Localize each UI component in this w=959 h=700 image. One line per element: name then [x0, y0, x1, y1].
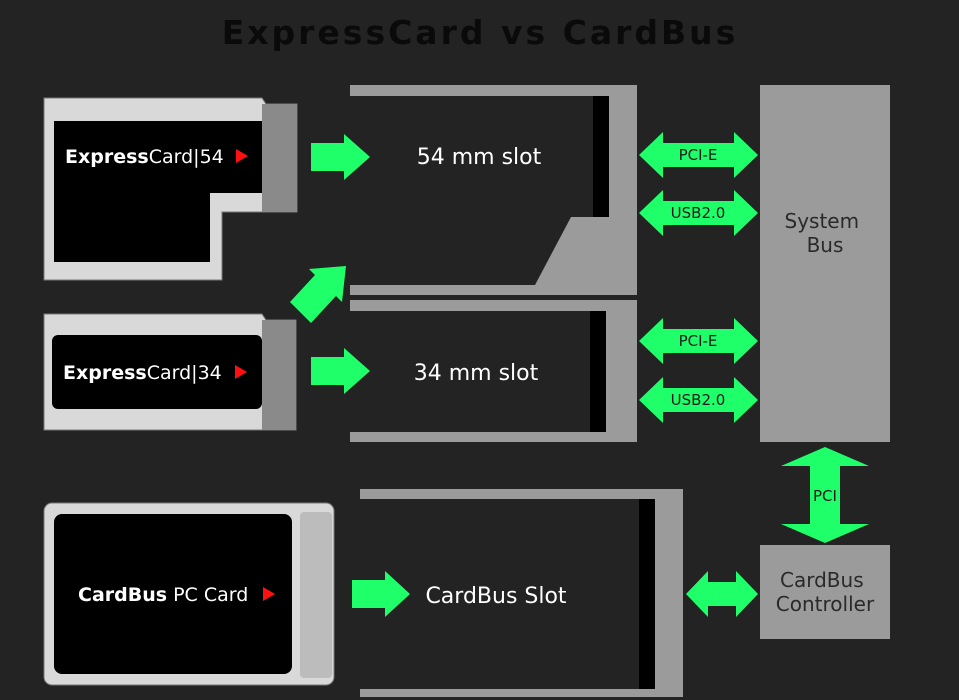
insert-direction-icon	[236, 149, 248, 163]
expresscard-34-card: ExpressCard|34	[43, 313, 297, 431]
insert-arrow-icon	[311, 134, 370, 180]
expresscard-34-label: ExpressCard|34	[63, 362, 222, 384]
insert-arrow-icon	[311, 348, 370, 394]
slot-cardbus: CardBus Slot	[360, 489, 683, 697]
slot-54mm: 54 mm slot	[350, 85, 637, 295]
pcie-double-arrow-icon	[639, 132, 758, 178]
pci-vertical-double-arrow-icon	[781, 447, 869, 543]
insert-direction-icon	[235, 365, 247, 379]
expresscard-54-card: ExpressCard|54	[43, 97, 298, 281]
controller-double-arrow-icon	[686, 571, 758, 617]
diagram-title: ExpressCard vs CardBus	[222, 13, 739, 52]
cardbus-controller-block: CardBus Controller	[760, 545, 890, 639]
cardbus-card-label: CardBus PC Card	[78, 584, 248, 606]
insert-arrow-icon	[352, 571, 410, 617]
usb-label: USB2.0	[671, 391, 726, 409]
slot-34mm-label: 34 mm slot	[414, 361, 539, 386]
usb-double-arrow-icon	[639, 190, 758, 236]
system-bus-label: System Bus	[785, 209, 866, 257]
slot-54mm-label: 54 mm slot	[417, 145, 542, 170]
usb-label: USB2.0	[671, 204, 726, 222]
diagonal-insert-arrow-icon	[290, 266, 346, 323]
slot-34mm: 34 mm slot	[350, 300, 637, 442]
pci-label: PCI	[813, 487, 837, 505]
system-bus-block: System Bus	[760, 85, 890, 442]
slot-cardbus-label: CardBus Slot	[425, 584, 566, 609]
cardbus-pc-card: CardBus PC Card	[43, 502, 335, 686]
cardbus-controller-label: CardBus Controller	[776, 568, 875, 616]
expresscard-54-label: ExpressCard|54	[65, 146, 224, 168]
usb-double-arrow-icon	[639, 377, 758, 423]
insert-direction-icon	[263, 587, 275, 601]
pcie-double-arrow-icon	[639, 318, 758, 364]
pcie-label: PCI-E	[679, 332, 718, 350]
pcie-label: PCI-E	[679, 146, 718, 164]
